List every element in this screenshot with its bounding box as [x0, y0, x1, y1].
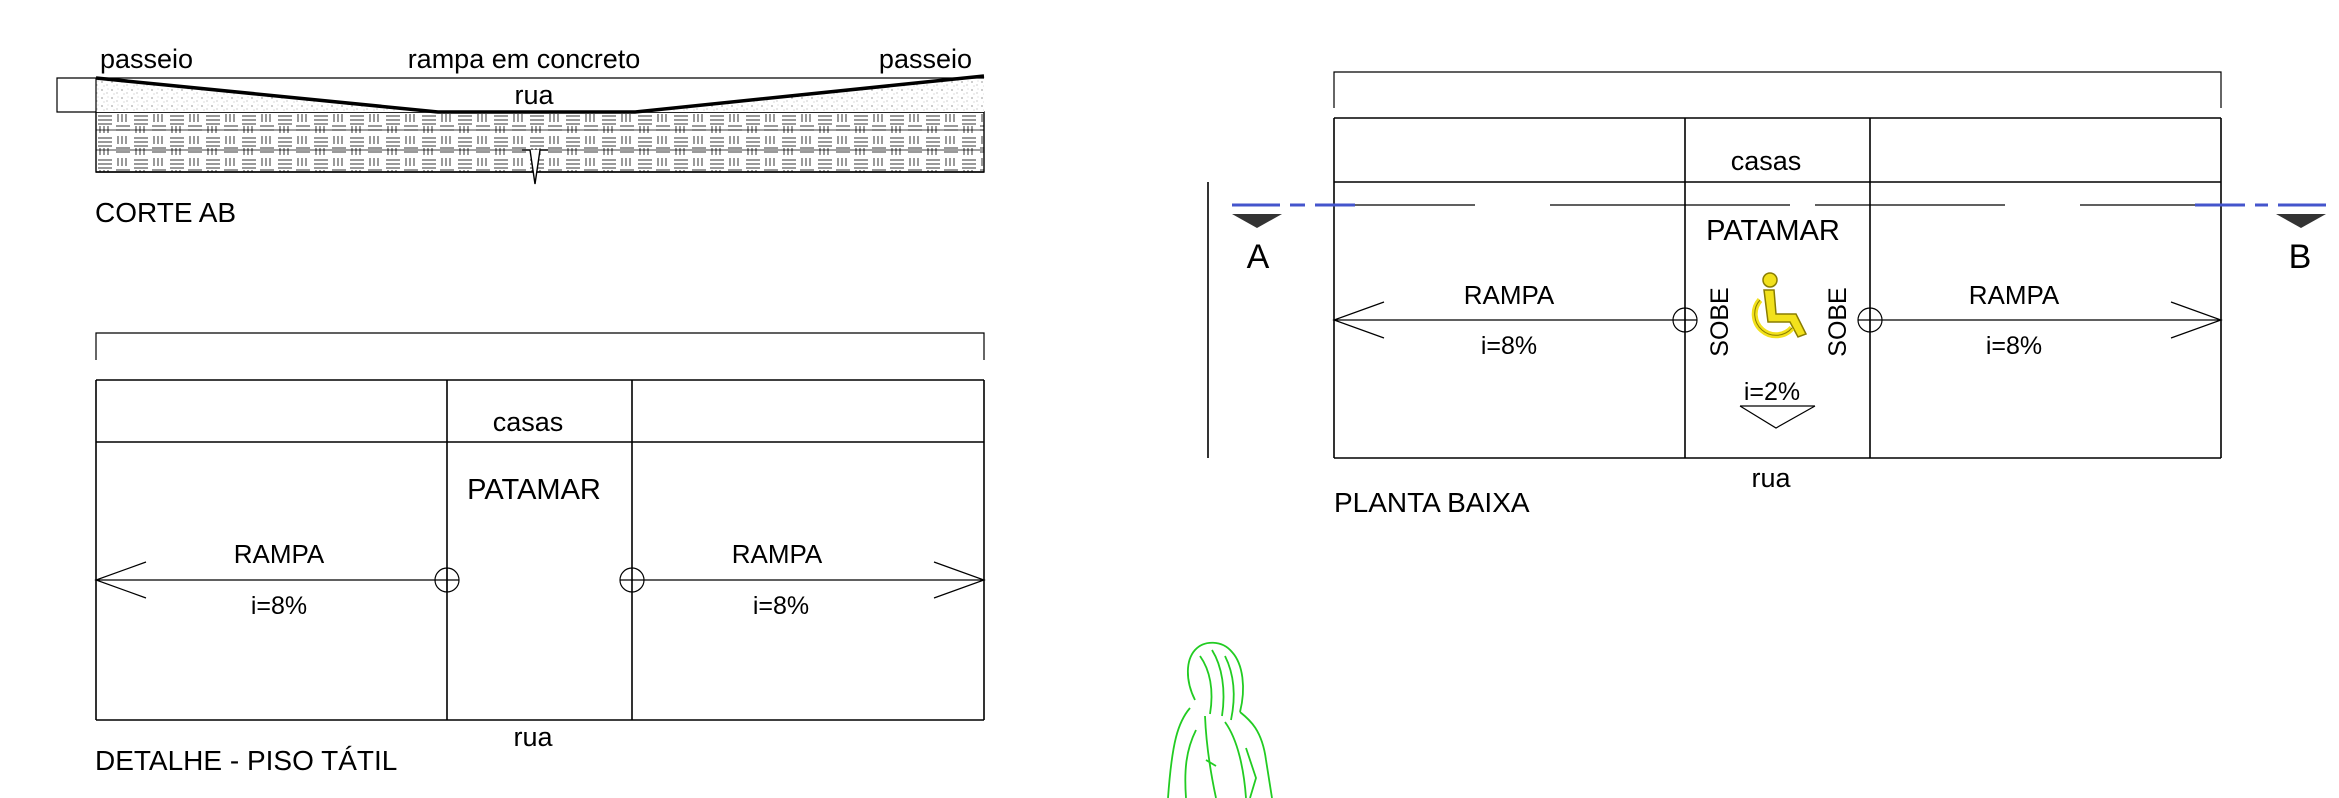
- detalhe-ramp-left-label: RAMPA: [234, 539, 325, 569]
- planta-street-label: rua: [1751, 463, 1791, 493]
- planta-sobe-left: SOBE: [1706, 287, 1734, 356]
- planta-ramp-left-label: RAMPA: [1464, 280, 1555, 310]
- detalhe-plan: casas PATAMAR RAMPA i=8% RAMPA i=8% rua …: [94, 332, 986, 776]
- detalhe-patamar: PATAMAR: [467, 474, 601, 506]
- ramp-left-arrowhead: [94, 561, 147, 599]
- detalhe-street-label: rua: [513, 722, 553, 752]
- planta-title: PLANTA BAIXA: [1334, 487, 1530, 518]
- paving-hatch: [95, 111, 985, 173]
- landing-slope-arrow: [1739, 405, 1816, 429]
- dimension-line: [1333, 71, 2222, 108]
- detalhe-ramp-right-slope: i=8%: [753, 592, 809, 620]
- detalhe-ramp-right-label: RAMPA: [732, 539, 823, 569]
- planta-casas: casas: [1731, 146, 1802, 176]
- planta-landing-slope: i=2%: [1744, 378, 1800, 406]
- planta-baixa-plan: A B SOBE SOBE casas PATAMAR RAMPA i=8% R…: [1207, 71, 2326, 518]
- planta-ramp-right-label: RAMPA: [1969, 280, 2060, 310]
- corte-right-label: passeio: [879, 44, 972, 74]
- corte-left-label: passeio: [100, 44, 193, 74]
- section-a-marker: [1232, 214, 1282, 228]
- planta-sobe-right: SOBE: [1824, 287, 1852, 356]
- detalhe-title: DETALHE - PISO TÁTIL: [95, 745, 397, 776]
- planta-ramp-left-slope: i=8%: [1481, 332, 1537, 360]
- detalhe-ramp-left-slope: i=8%: [251, 592, 307, 620]
- planta-ramp-left-arrowhead: [1332, 301, 1385, 339]
- detalhe-casas: casas: [493, 407, 564, 437]
- dimension-line: [95, 332, 985, 360]
- curb-box: [56, 77, 96, 113]
- section-b-label: B: [2289, 238, 2312, 276]
- ramp-right-arrowhead: [933, 561, 986, 599]
- wheelchair-icon: [1751, 272, 1808, 339]
- corte-title: CORTE AB: [95, 197, 236, 228]
- corte-ab-section: passeio rampa em concreto passeio rua CO…: [56, 44, 985, 228]
- section-a-label: A: [1247, 238, 1270, 276]
- section-b-marker: [2276, 214, 2326, 228]
- break-symbol: [522, 149, 548, 185]
- planta-ramp-right-slope: i=8%: [1986, 332, 2042, 360]
- corte-center-label: rampa em concreto: [408, 44, 641, 74]
- corte-street-label: rua: [514, 80, 554, 110]
- planta-patamar: PATAMAR: [1706, 215, 1840, 247]
- person-figure-icon: [1167, 641, 1273, 798]
- ramp-profile: [95, 74, 985, 114]
- planta-ramp-right-arrowhead: [2170, 301, 2223, 339]
